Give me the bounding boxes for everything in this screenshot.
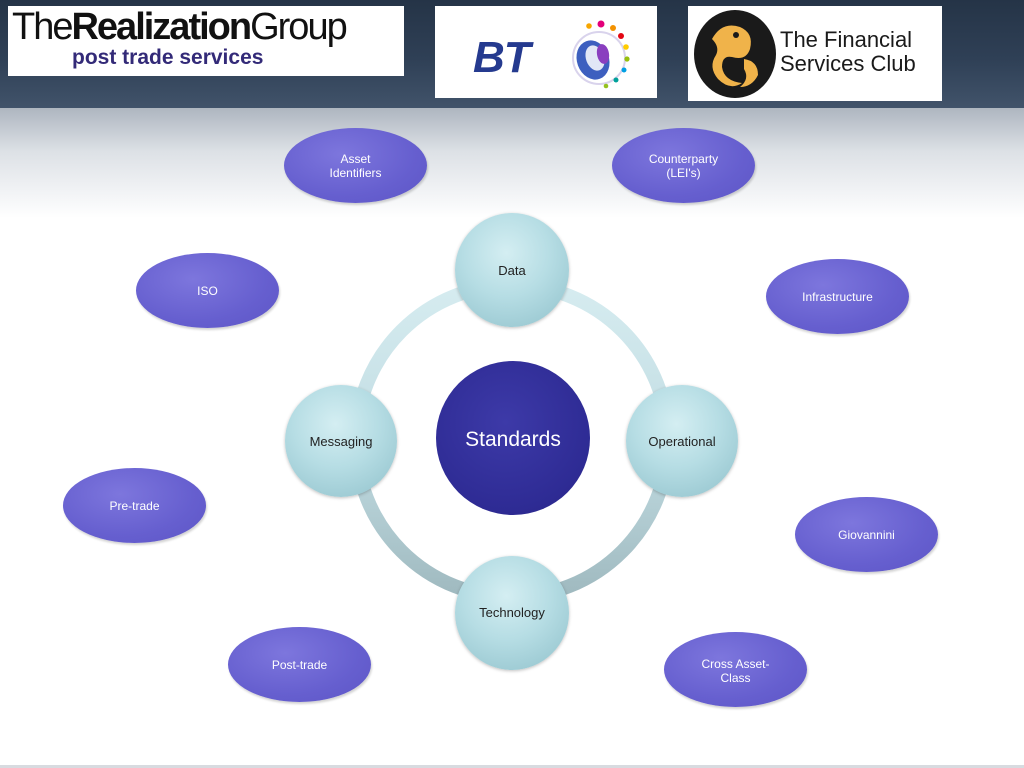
realization-group-logo: TheRealizationGroup post trade services xyxy=(8,6,404,76)
infrastructure-label: Infrastructure xyxy=(802,290,873,304)
technology-node xyxy=(455,556,569,670)
iso-label: ISO xyxy=(197,284,218,298)
messaging-label: Messaging xyxy=(309,434,373,449)
bottom-divider xyxy=(0,765,1024,768)
pre-trade-oval xyxy=(63,468,206,543)
giovannini-label: Giovannini xyxy=(838,528,895,542)
pre-trade-label: Pre-trade xyxy=(109,499,160,513)
operational-label: Operational xyxy=(648,434,716,449)
bt-piper-icon xyxy=(572,20,630,89)
logo-word-group: Group xyxy=(250,6,348,48)
cross-asset-line1: Cross Asset- xyxy=(701,657,770,671)
asset-identifiers-line1: Asset xyxy=(340,152,371,166)
fsc-emblem-icon xyxy=(694,10,776,98)
counterparty-line2: (LEI's) xyxy=(666,166,701,180)
giovannini-oval xyxy=(795,497,938,572)
logo-word-the: The xyxy=(12,6,74,48)
infrastructure-oval xyxy=(766,259,909,334)
asset-identifiers-label: Asset Identifiers xyxy=(284,152,427,180)
post-trade-label: Post-trade xyxy=(271,658,328,672)
messaging-node xyxy=(285,385,397,497)
realization-group-tagline: post trade services xyxy=(72,46,264,69)
fsc-name: The Financial Services Club xyxy=(780,28,916,76)
realization-group-name: TheRealizationGroup xyxy=(12,6,348,49)
asset-identifiers-line2: Identifiers xyxy=(329,166,382,180)
data-node xyxy=(455,213,569,327)
standards-label: Standards xyxy=(465,428,561,451)
bt-logo: BT xyxy=(435,6,657,98)
bt-logo-text: BT xyxy=(473,33,531,82)
counterparty-label: Counterparty (LEI's) xyxy=(612,152,755,180)
operational-node xyxy=(626,385,738,497)
fsc-name-line1: The Financial xyxy=(780,27,913,52)
financial-services-club-logo: The Financial Services Club xyxy=(688,6,942,101)
technology-label: Technology xyxy=(479,605,545,620)
fsc-name-line2: Services Club xyxy=(780,51,916,76)
standards-hub xyxy=(436,361,590,515)
asset-identifiers-oval xyxy=(284,128,427,203)
post-trade-oval xyxy=(228,627,371,702)
iso-oval xyxy=(136,253,279,328)
logo-word-realization: Realization xyxy=(71,6,252,48)
counterparty-line1: Counterparty xyxy=(648,152,719,166)
data-label: Data xyxy=(498,263,526,278)
cross-asset-class-oval xyxy=(664,632,807,707)
header-fade xyxy=(0,108,1024,218)
cross-asset-line2: Class xyxy=(720,671,751,685)
cross-asset-class-label: Cross Asset- Class xyxy=(664,657,807,685)
counterparty-oval xyxy=(612,128,755,203)
